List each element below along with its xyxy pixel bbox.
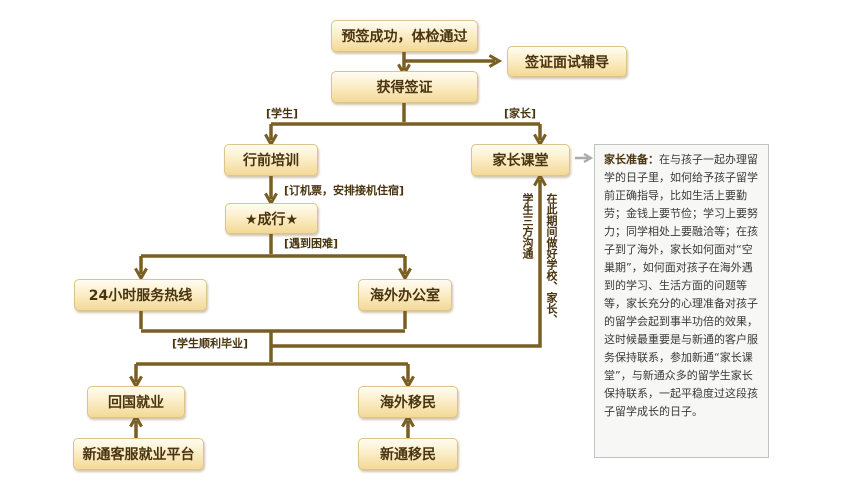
node-pre-departure-training: 行前培训: [224, 144, 318, 176]
note-body: 在与孩子一起办理留学的日子里，如何给予孩子留学前正确指导，比如生活上要勤劳；金钱…: [604, 153, 758, 418]
node-employment-platform: 新通客服就业平台: [73, 438, 204, 470]
label-parent: [家长]: [504, 107, 537, 120]
node-return-employment: 回国就业: [87, 386, 185, 418]
node-interview-coaching: 签证面试辅导: [507, 46, 627, 77]
label-three-way-communication-2: 学生三方沟通: [521, 193, 534, 259]
node-overseas-office: 海外办公室: [358, 279, 452, 311]
parent-preparation-note: 家长准备：在与孩子一起办理留学的日子里，如何给予孩子留学前正确指导，比如生活上要…: [594, 144, 769, 458]
label-three-way-communication-1: 在此期间做好学校、家长、: [545, 193, 558, 325]
node-xintong-immigration: 新通移民: [358, 438, 458, 470]
node-parent-class: 家长课堂: [471, 144, 570, 176]
label-difficulty: [遇到困难]: [284, 237, 339, 250]
node-departure: ★成行★: [225, 203, 318, 234]
label-tickets: [订机票，安排接机住宿]: [284, 184, 405, 197]
node-get-visa: 获得签证: [331, 71, 478, 103]
label-student: [学生]: [266, 107, 299, 120]
node-hotline: 24小时服务热线: [74, 279, 207, 311]
node-immigration: 海外移民: [358, 386, 458, 418]
note-heading: 家长准备：: [604, 153, 659, 166]
edge-parent-feedback: [271, 180, 540, 348]
label-graduation: [学生顺利毕业]: [172, 337, 249, 350]
node-visa-prepass: 预签成功，体检通过: [331, 20, 478, 52]
